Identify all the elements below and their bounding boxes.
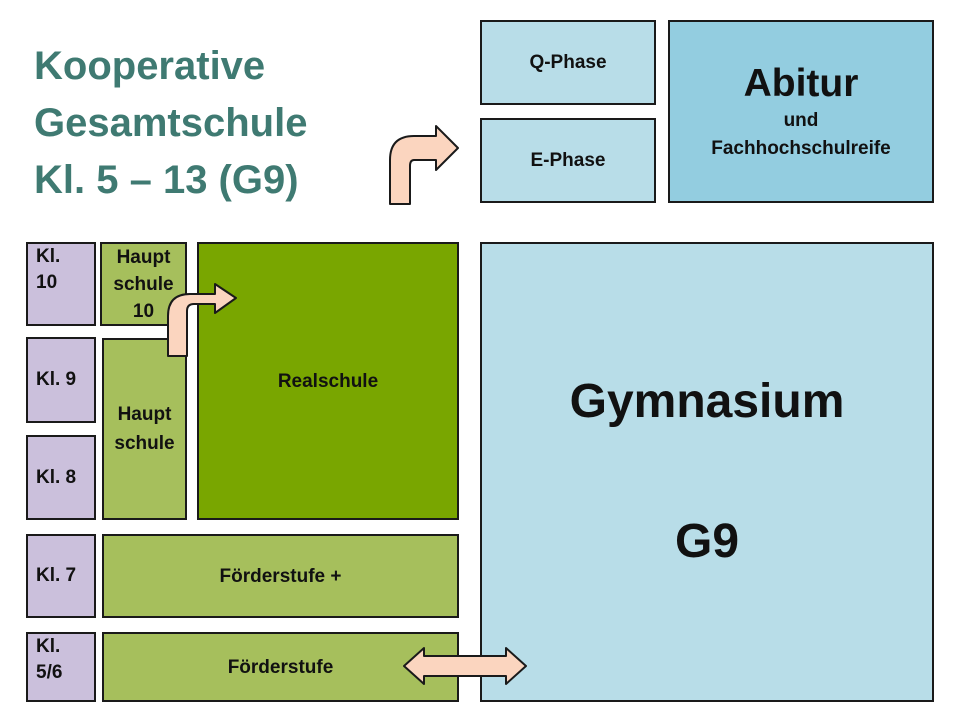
grade-kl56: Kl. 5/6 xyxy=(26,632,96,702)
hauptschule-10-box: Haupt schule 10 xyxy=(100,242,187,326)
title-line-1: Kooperative xyxy=(34,44,266,88)
grade-kl56-line2: 5/6 xyxy=(36,662,63,683)
hauptschule-10-line2: schule xyxy=(113,273,174,295)
q-phase-box: Q-Phase xyxy=(480,20,656,105)
foerderstufe-box: Förderstufe xyxy=(102,632,459,702)
e-phase-label: E-Phase xyxy=(530,150,606,171)
grade-kl7: Kl. 7 xyxy=(26,534,96,618)
grade-kl10: Kl. 10 xyxy=(26,242,96,326)
e-phase-box: E-Phase xyxy=(480,118,656,203)
foerderstufe-gymnasium-double-arrow-icon xyxy=(403,647,527,685)
title-line-2: Gesamtschule xyxy=(34,101,308,145)
foerderstufe-label: Förderstufe xyxy=(227,656,334,678)
grade-kl7-label: Kl. 7 xyxy=(36,565,77,586)
fachhochschulreife-label: Fachhochschulreife xyxy=(711,137,891,159)
gymnasium-label: Gymnasium xyxy=(569,375,845,428)
foerderstufe-plus-label: Förderstufe + xyxy=(219,565,342,587)
title-line-3: Kl. 5 – 13 (G9) xyxy=(34,158,299,202)
hauptschule-box: Haupt schule xyxy=(102,338,187,520)
grade-kl9-label: Kl. 9 xyxy=(36,369,77,390)
realschule-label: Realschule xyxy=(277,370,379,392)
foerderstufe-plus-box: Förderstufe + xyxy=(102,534,459,618)
hauptschule-line2: schule xyxy=(114,433,175,454)
abitur-label: Abitur xyxy=(743,61,859,105)
hauptschule-line1: Haupt xyxy=(117,404,172,425)
hauptschule-10-line3: 10 xyxy=(132,300,155,322)
gymnasium-box: Gymnasium G9 xyxy=(480,242,934,702)
grade-kl56-line1: Kl. xyxy=(36,636,61,657)
grade-kl10-line1: Kl. xyxy=(36,246,61,267)
abitur-box: Abitur und Fachhochschulreife xyxy=(668,20,934,203)
g9-label: G9 xyxy=(674,515,740,568)
grade-kl9: Kl. 9 xyxy=(26,337,96,423)
grade-kl10-line2: 10 xyxy=(36,272,58,293)
grade-kl8: Kl. 8 xyxy=(26,435,96,520)
hauptschule-10-line1: Haupt xyxy=(116,246,171,268)
q-phase-label: Q-Phase xyxy=(529,52,607,73)
grade-kl8-label: Kl. 8 xyxy=(36,466,77,488)
page-title: Kooperative Gesamtschule Kl. 5 – 13 (G9) xyxy=(34,38,374,209)
hauptschule-to-realschule-arrow-icon xyxy=(167,283,237,357)
realschule-box: Realschule xyxy=(197,242,459,520)
upper-transition-arrow-icon xyxy=(389,125,459,205)
und-label: und xyxy=(783,109,819,131)
